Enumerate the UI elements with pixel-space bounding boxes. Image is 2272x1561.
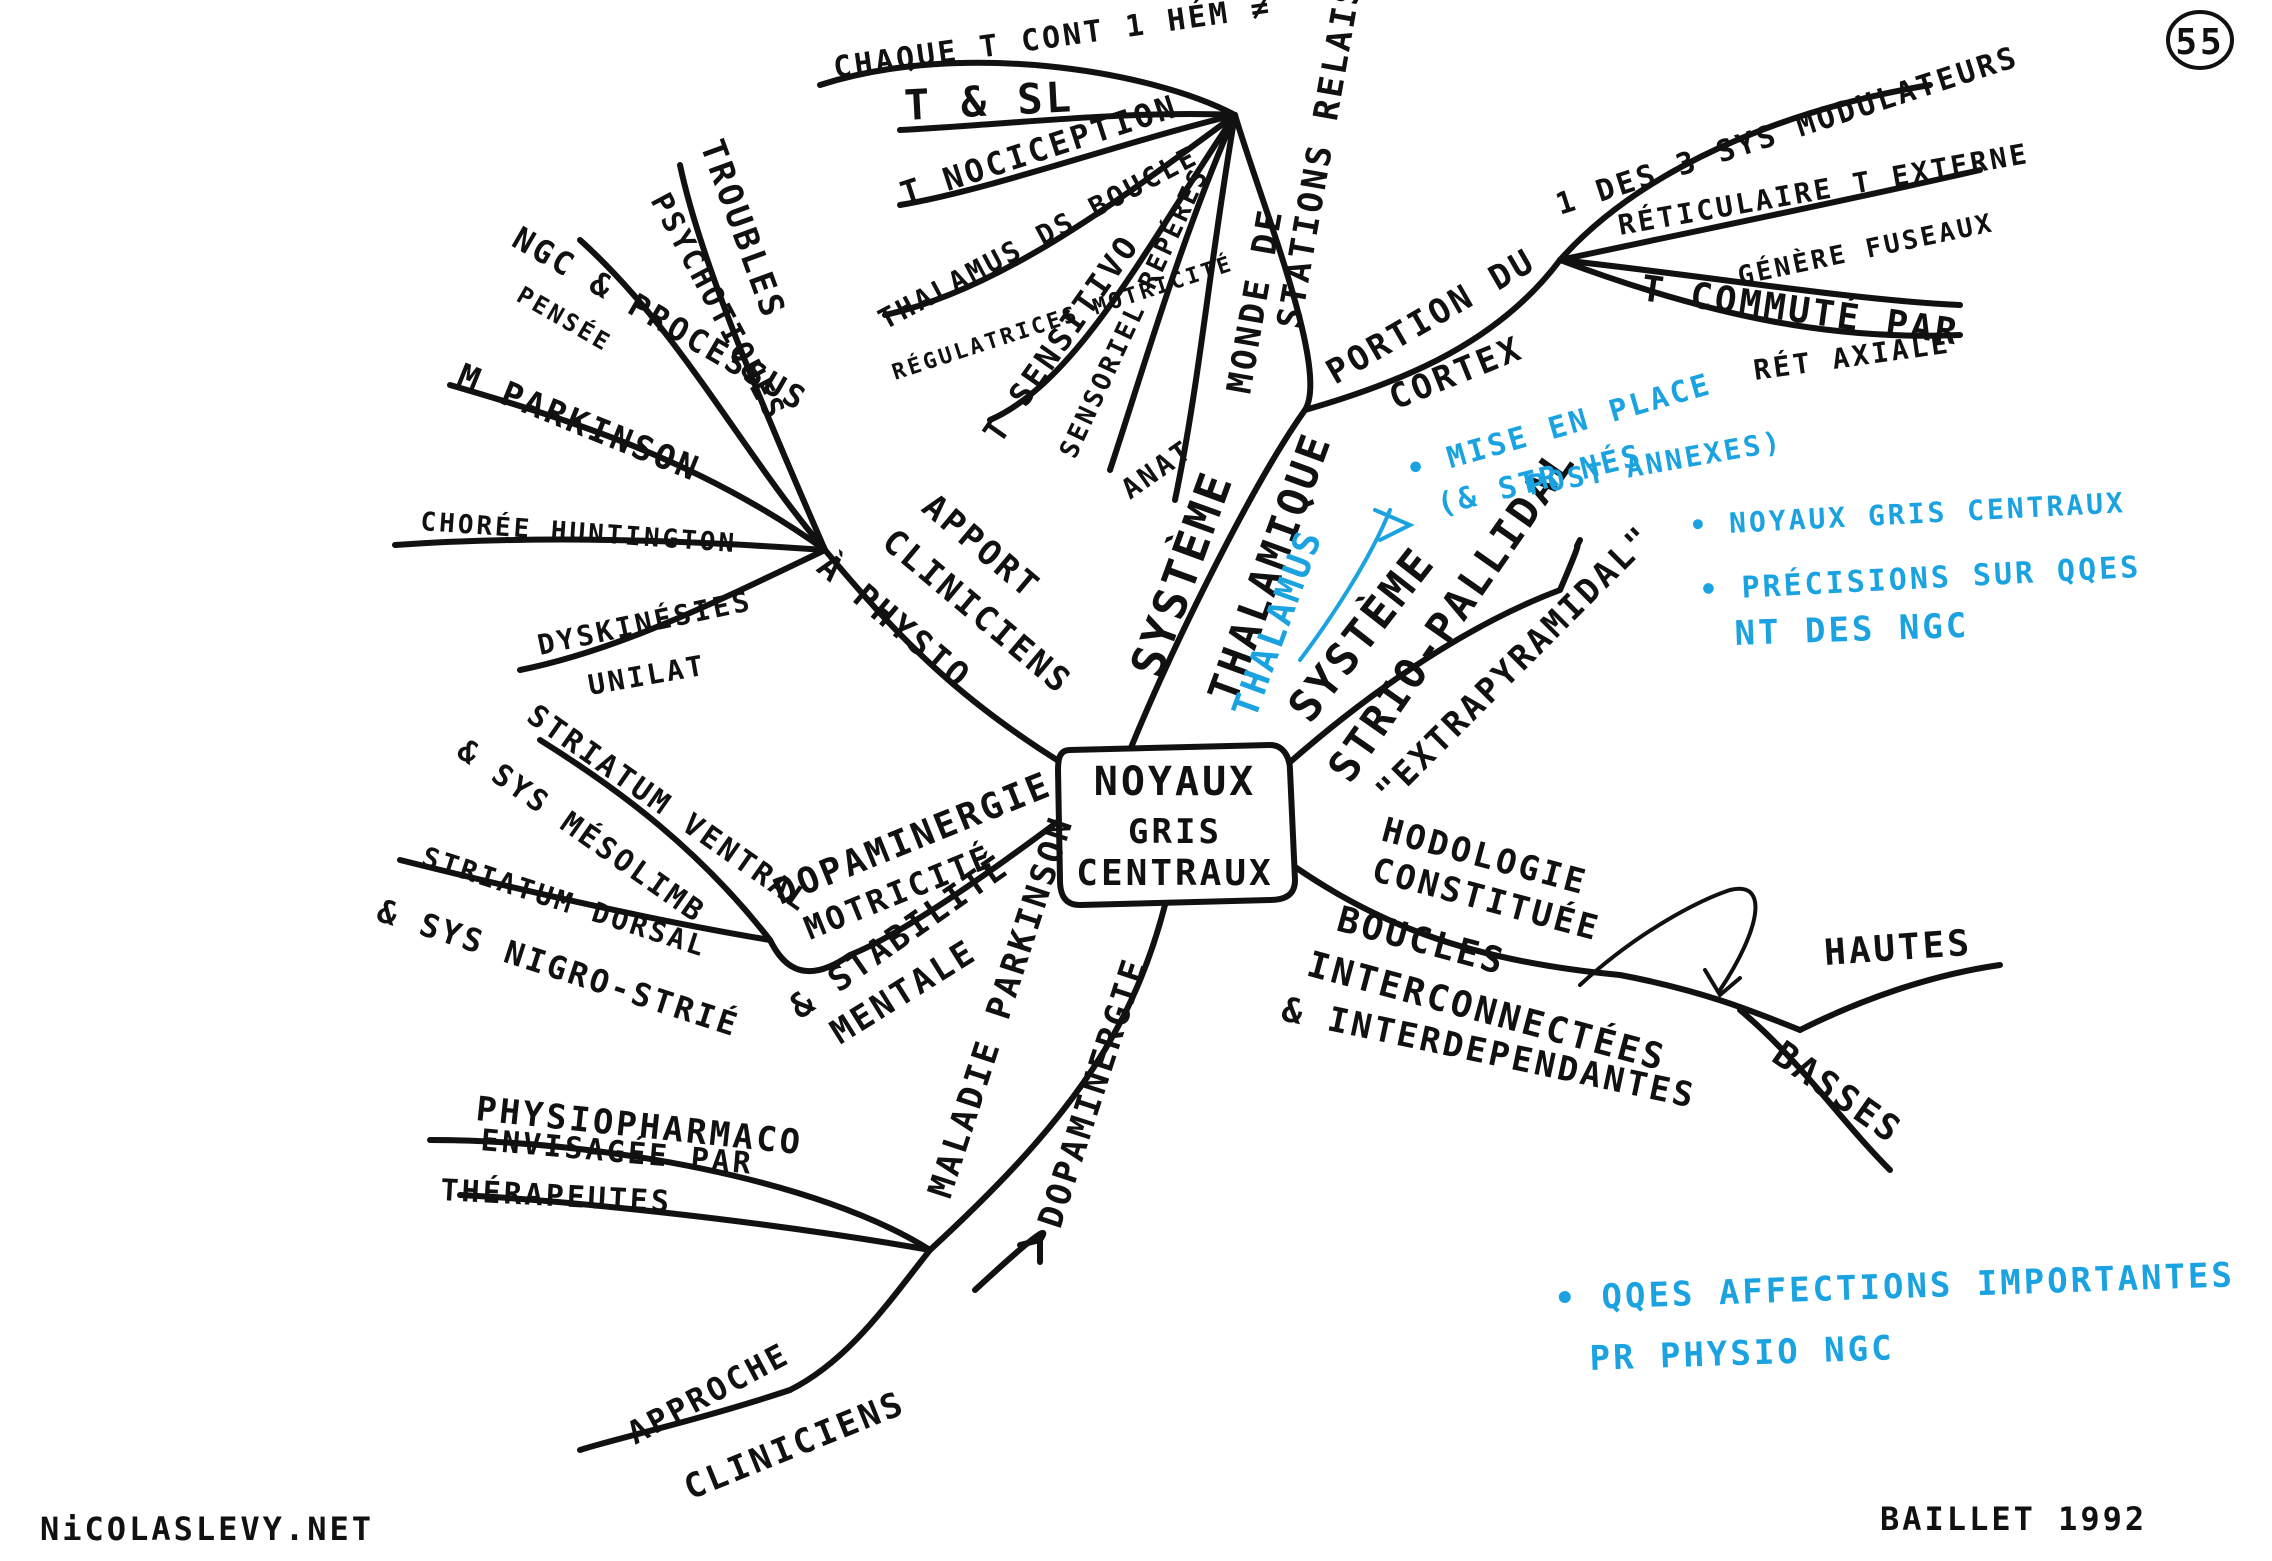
blue-annotation-marks [1298,508,1415,662]
note-nt-des-ngc: NT DES NGC [1734,606,1970,654]
label-stations: STATIONS RELAIS [1269,0,1370,332]
footer-website: NiCOLASLEVY.NET [40,1510,374,1548]
label-basses: BASSES [1765,1034,1910,1153]
branch-lines [392,59,2003,1453]
hodologie-group: HODOLOGIE CONSTITUÉE BOUCLES INTERCONNEC… [1278,810,1973,1152]
label-dopaminergie-parkinson: DOPAMINERGIE [1031,953,1156,1233]
page-number-badge: 55 [2166,10,2234,70]
note-physio-ngc: PR PHYSIO NGC [1589,1328,1895,1379]
apport-item-huntington: CHORÉE HUNTINGTON [420,505,739,559]
center-line-2: GRIS [1128,812,1222,852]
center-line-1: NOYAUX [1094,759,1257,805]
label-hautes: HAUTES [1823,923,1974,974]
cortex-group: PORTION DU CORTEX 1 DES 3 SYS MODULATEUR… [1320,40,2032,419]
apport-item-dyskinesies: DYSKINÉSIES [534,583,755,662]
center-line-3: CENTRAUX [1076,853,1273,894]
note-noyaux-gris-centraux: • NOYAUX GRIS CENTRAUX [1689,486,2127,542]
center-box [1054,741,1299,909]
apport-item-parkinson: M PARKINSON [452,356,706,490]
note-affections: • QQES AFFECTIONS IMPORTANTES [1554,1255,2236,1319]
footer-author: BAILLET 1992 [1880,1500,2147,1538]
note-precisions: • PRÉCISIONS SUR QQES [1699,549,2143,608]
top-item-tsl: T & SL [903,72,1075,130]
center-node: NOYAUX GRIS CENTRAUX [1054,741,1299,909]
cortex-item-fuseaux: GÉNÈRE FUSEAUX [1735,206,1997,292]
parkinson-item-therapeutes: THÉRAPEUTES [440,1172,673,1220]
page-number: 55 [2175,22,2224,63]
apport-item-unilat: UNILAT [585,649,708,702]
footer: NiCOLASLEVY.NET BAILLET 1992 [40,1500,2147,1548]
